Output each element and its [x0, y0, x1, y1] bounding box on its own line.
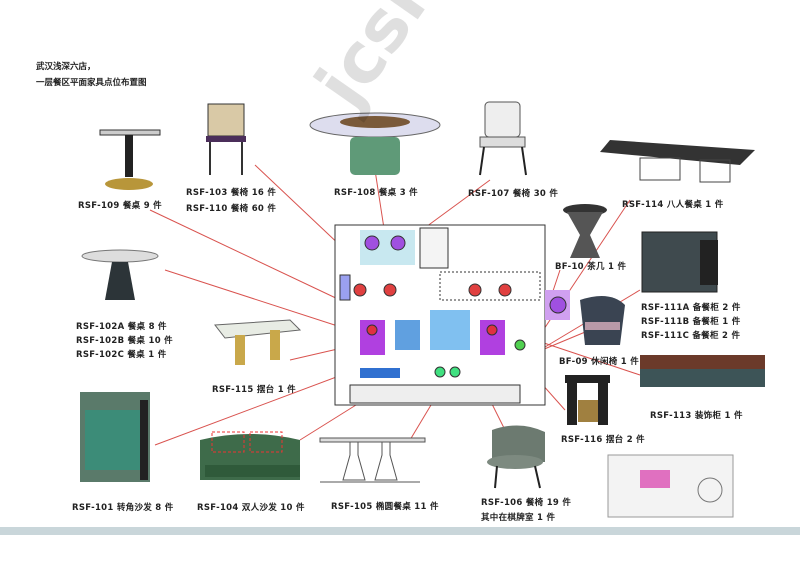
bf-10-side-table-icon [563, 204, 607, 258]
label-rsf-102a: RSF-102A 餐桌 8 件 [76, 322, 167, 332]
label-rsf-107: RSF-107 餐椅 30 件 [468, 189, 559, 199]
rsf-103-chair-icon [206, 103, 246, 175]
label-bf-09: BF-09 休闲椅 1 件 [559, 357, 640, 367]
rsf-113-cabinet-icon [640, 355, 765, 387]
label-rsf-109: RSF-109 餐桌 9 件 [78, 201, 162, 211]
rsf-105-table-icon [319, 437, 426, 483]
label-rsf-114: RSF-114 八人餐桌 1 件 [622, 200, 724, 210]
rsf-106-chair-icon [487, 425, 545, 489]
label-rsf-108: RSF-108 餐桌 3 件 [334, 188, 418, 198]
rsf-101-sofa-icon [80, 392, 150, 482]
label-rsf-102c: RSF-102C 餐桌 1 件 [76, 350, 167, 360]
rsf-111-sideboard-icon [641, 231, 718, 293]
label-rsf-101: RSF-101 转角沙发 8 件 [72, 503, 174, 513]
rsf-108-table-icon [309, 112, 441, 175]
label-rsf-110: RSF-110 餐椅 60 件 [186, 204, 277, 214]
label-rsf-106: RSF-106 餐椅 19 件 [481, 498, 572, 508]
label-rsf-111c: RSF-111C 备餐柜 2 件 [641, 331, 741, 341]
key-plan-thumbnail [607, 454, 734, 518]
rsf-107-chair-icon [479, 101, 527, 176]
label-rsf-102b: RSF-102B 餐桌 10 件 [76, 336, 173, 346]
label-rsf-106-note: 其中在棋牌室 1 件 [481, 513, 556, 523]
label-rsf-116: RSF-116 摆台 2 件 [561, 435, 645, 445]
footer-band [0, 527, 800, 535]
label-rsf-104: RSF-104 双人沙发 10 件 [197, 503, 305, 513]
rsf-115-display-icon [214, 319, 302, 365]
label-rsf-115: RSF-115 摆台 1 件 [212, 385, 296, 395]
rsf-104-sofa-icon [200, 431, 300, 480]
rsf-109-table-icon [99, 129, 161, 190]
label-rsf-111a: RSF-111A 备餐柜 2 件 [641, 303, 741, 313]
label-rsf-103: RSF-103 餐椅 16 件 [186, 188, 277, 198]
label-bf-10: BF-10 茶几 1 件 [555, 262, 627, 272]
bf-09-lounge-chair-icon [580, 296, 625, 345]
label-rsf-111b: RSF-111B 备餐柜 1 件 [641, 317, 741, 327]
drawing-title: 一层餐区平面家具点位布置图 [36, 78, 147, 88]
label-rsf-113: RSF-113 装饰柜 1 件 [650, 411, 743, 421]
floor-plan [334, 224, 570, 406]
rsf-102-table-icon [81, 249, 159, 300]
rsf-114-table-icon [600, 140, 755, 183]
store-name: 武汉浅深六店， [36, 62, 96, 72]
label-rsf-105: RSF-105 椭圆餐桌 11 件 [331, 502, 439, 512]
rsf-116-display-icon [565, 375, 610, 425]
